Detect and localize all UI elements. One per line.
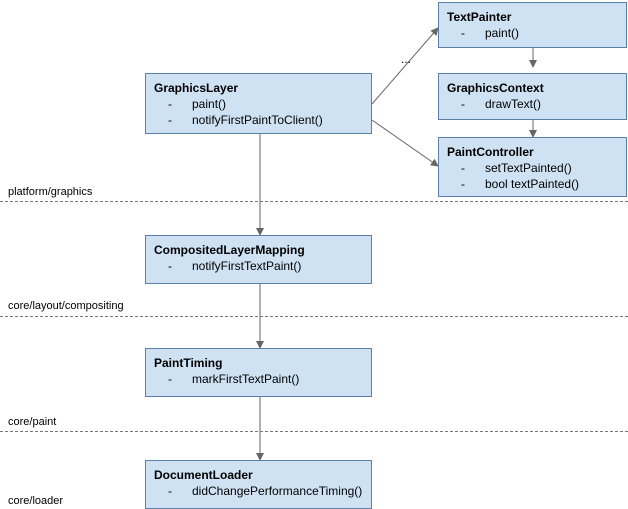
- ellipsis-label: ...: [401, 52, 412, 66]
- arrow-graphicslayer-to-textpainter: [371, 27, 439, 105]
- paint-controller-item: -setTextPainted(): [461, 161, 572, 175]
- paint-timing-box: PaintTiming -markFirstTextPaint(): [145, 348, 372, 397]
- paint-timing-title: PaintTiming: [154, 356, 223, 370]
- graphics-context-title: GraphicsContext: [447, 81, 544, 95]
- layer-divider: [0, 201, 628, 202]
- paint-controller-box: PaintController -setTextPainted() -bool …: [438, 137, 627, 197]
- paint-controller-title: PaintController: [447, 145, 534, 159]
- document-loader-item: -didChangePerformanceTiming(): [168, 484, 363, 498]
- document-loader-title: DocumentLoader: [154, 468, 253, 482]
- composited-layer-mapping-item: -notifyFirstTextPaint(): [168, 259, 302, 273]
- document-loader-box: DocumentLoader -didChangePerformanceTimi…: [145, 460, 372, 509]
- text-painter-item: -paint(): [461, 26, 520, 40]
- paint-controller-item: -bool textPainted(): [461, 177, 580, 191]
- graphics-layer-item: -notifyFirstPaintToClient(): [168, 113, 323, 127]
- paint-timing-item: -markFirstTextPaint(): [168, 372, 300, 386]
- composited-layer-mapping-title: CompositedLayerMapping: [154, 243, 305, 257]
- layer-label-platform-graphics: platform/graphics: [8, 186, 93, 198]
- graphics-layer-box: GraphicsLayer -paint() -notifyFirstPaint…: [145, 73, 372, 134]
- arrow-graphicslayer-to-paintcontroller: [371, 119, 439, 167]
- layer-label-core-loader: core/loader: [8, 495, 64, 507]
- layer-divider: [0, 316, 628, 317]
- composited-layer-mapping-box: CompositedLayerMapping -notifyFirstTextP…: [145, 235, 372, 284]
- text-painter-box: TextPainter -paint(): [438, 2, 627, 48]
- layer-label-core-paint: core/paint: [8, 416, 57, 428]
- graphics-context-box: GraphicsContext -drawText(): [438, 73, 627, 120]
- graphics-context-item: -drawText(): [461, 97, 542, 111]
- layer-label-core-layout-compositing: core/layout/compositing: [8, 300, 124, 312]
- text-painter-title: TextPainter: [447, 10, 512, 24]
- graphics-layer-title: GraphicsLayer: [154, 81, 239, 95]
- graphics-layer-item: -paint(): [168, 97, 227, 111]
- layer-divider: [0, 431, 628, 432]
